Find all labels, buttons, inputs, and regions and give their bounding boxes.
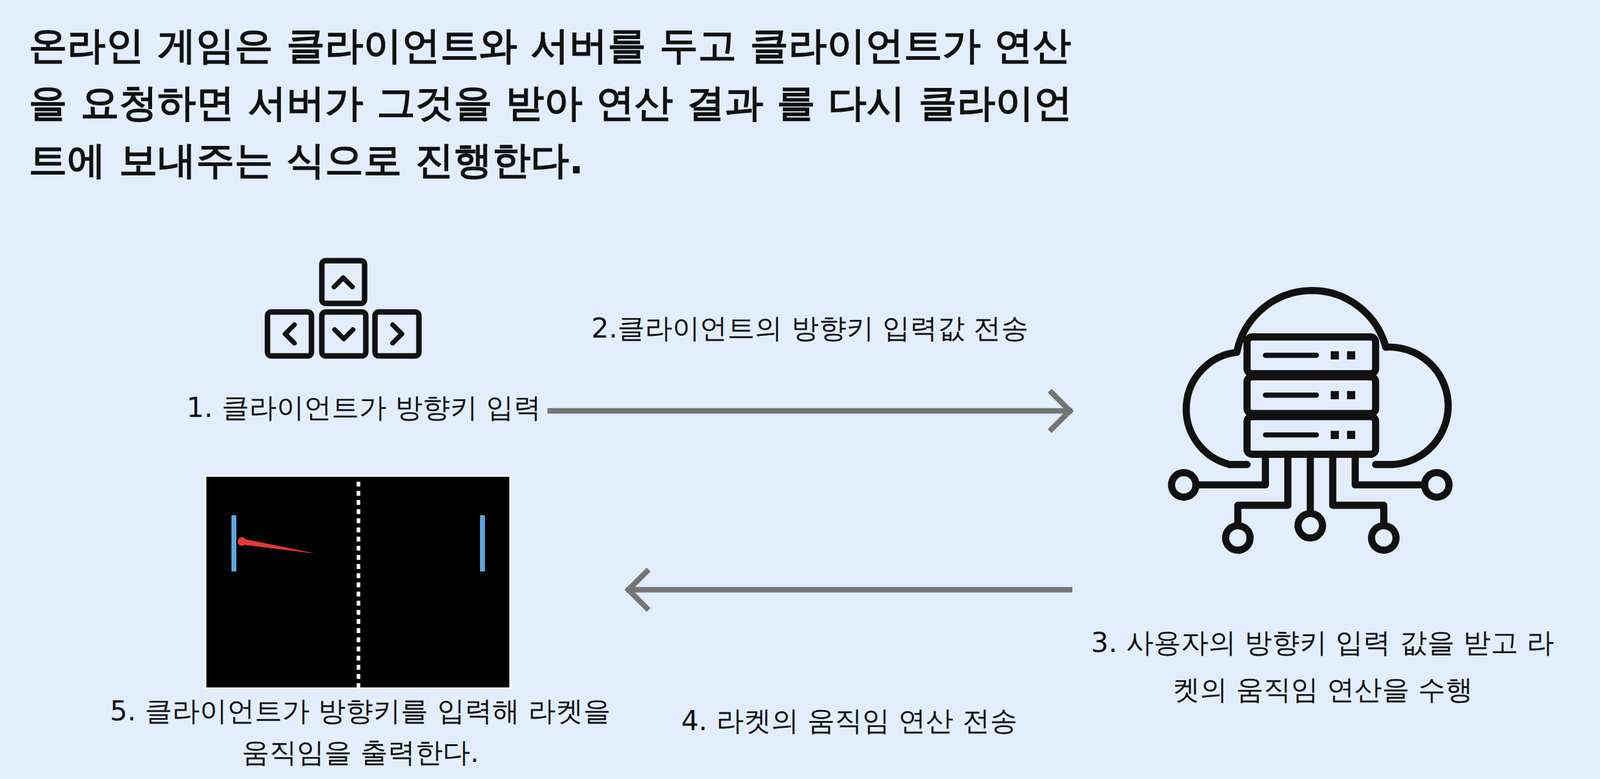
screen-node: 5. 클라이언트가 방향키를 입력해 라켓을 움직임을 출력한다. xyxy=(94,470,626,774)
edge-label: 2.클라이언트의 방향키 입력값 전송 xyxy=(587,310,1033,347)
title: 온라인 게임은 클라이언트와 서버를 두고 클라이언트가 연산을 요청하면 서버… xyxy=(28,17,1080,190)
arrowhead xyxy=(1051,392,1070,430)
server-node: 3. 사용자의 방향키 입력 값을 받고 라켓의 움직임 연산을 수행 xyxy=(1072,262,1574,714)
server-cloud-icon xyxy=(1171,290,1450,551)
node-label: 5. 클라이언트가 방향키를 입력해 라켓을 움직임을 출력한다. xyxy=(100,690,620,774)
arrow-connector xyxy=(547,408,1073,415)
connector-group xyxy=(625,571,1073,609)
arrowhead xyxy=(628,571,647,609)
edge-label: 4. 라켓의 움직임 연산 전송 xyxy=(677,702,1021,740)
keyboard-node: 1. 클라이언트가 방향키 입력 xyxy=(180,254,548,425)
keyboard-icon xyxy=(267,260,419,357)
connector-group xyxy=(547,392,1073,430)
node-label: 1. 클라이언트가 방향키 입력 xyxy=(186,391,542,425)
arrow-connector xyxy=(625,587,1073,593)
pong-screen xyxy=(205,475,511,689)
node-label: 3. 사용자의 방향키 입력 값을 받고 라켓의 움직임 연산을 수행 xyxy=(1078,619,1568,714)
